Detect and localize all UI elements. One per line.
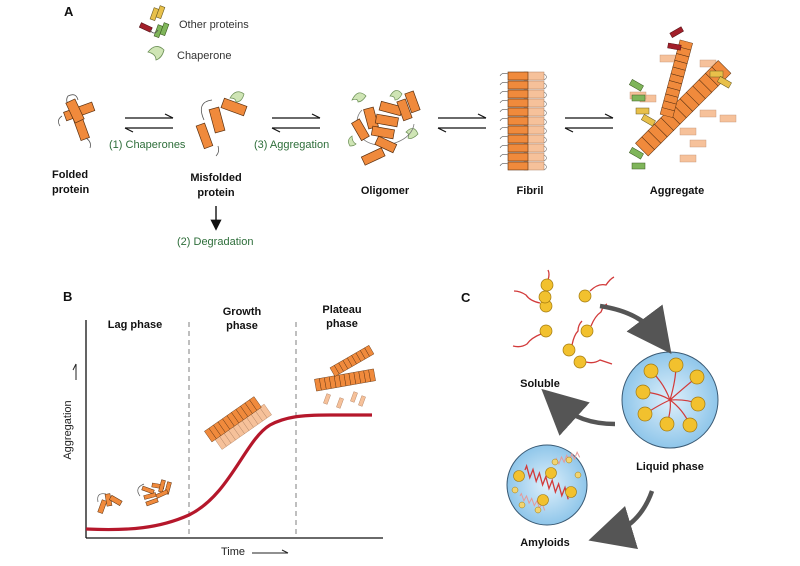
other-proteins-icon <box>138 5 170 39</box>
chaperone-icon <box>147 46 165 61</box>
phase-plateau-line1: Plateau <box>322 304 362 316</box>
misfolded-protein-icon <box>195 91 248 157</box>
arrow-liquid-to-soluble <box>541 388 616 436</box>
stage-folded-line2: protein <box>52 184 90 196</box>
process-aggregation: (3) Aggregation <box>254 139 330 151</box>
growth-phase-fibril-icon <box>204 396 272 450</box>
stage-oligomer: Oligomer <box>360 185 410 197</box>
x-axis-label: Time <box>221 546 246 558</box>
process-degradation: (2) Degradation <box>177 236 254 248</box>
phase-growth-line1: Growth <box>222 306 262 318</box>
soluble-proteins-icon <box>512 269 615 369</box>
phase-plateau: Plateau phase <box>307 303 377 331</box>
oligomer-icon <box>348 90 421 166</box>
state-liquid-phase: Liquid phase <box>636 461 704 473</box>
legend-chaperone-label: Chaperone <box>177 50 232 62</box>
fibril-icon <box>499 71 547 171</box>
stage-misfolded-line1: Misfolded <box>190 172 242 184</box>
arrow-soluble-to-liquid <box>599 303 672 354</box>
legend-other-proteins-label: Other proteins <box>179 19 249 31</box>
panel-a-letter: A <box>64 4 74 19</box>
arrow-liquid-to-amyloids <box>588 490 655 550</box>
plateau-phase-aggregate-icon <box>314 345 376 409</box>
stage-misfolded-line2: protein <box>197 187 235 199</box>
process-chaperones: (1) Chaperones <box>109 139 186 151</box>
phase-growth-line2: phase <box>226 320 258 332</box>
equilibrium-arrow-3 <box>437 113 487 133</box>
lag-phase-oligomer-icon <box>137 479 172 507</box>
stage-folded-line1: Folded <box>52 169 89 181</box>
stage-aggregate: Aggregate <box>649 185 705 197</box>
phase-plateau-line2: phase <box>326 318 358 330</box>
state-amyloids: Amyloids <box>520 537 570 549</box>
folded-protein-icon <box>58 94 96 149</box>
phase-growth: Growth phase <box>207 305 277 333</box>
stage-folded-protein: Folded protein <box>52 168 112 198</box>
aggregation-curve <box>85 413 372 532</box>
lag-phase-monomer-icon <box>97 493 123 514</box>
panel-c-letter: C <box>461 290 471 305</box>
panel-b-letter: B <box>63 289 73 304</box>
phase-lag: Lag phase <box>107 319 163 331</box>
equilibrium-arrow-1 <box>124 113 174 133</box>
aggregate-icon <box>628 26 737 170</box>
amyloid-droplet-icon <box>506 444 588 526</box>
state-soluble: Soluble <box>520 378 560 390</box>
stage-fibril: Fibril <box>516 185 544 197</box>
stage-misfolded-protein: Misfolded protein <box>180 171 252 201</box>
equilibrium-arrow-4 <box>564 113 614 133</box>
equilibrium-arrow-2 <box>271 113 321 133</box>
liquid-phase-droplet-icon <box>621 351 719 449</box>
